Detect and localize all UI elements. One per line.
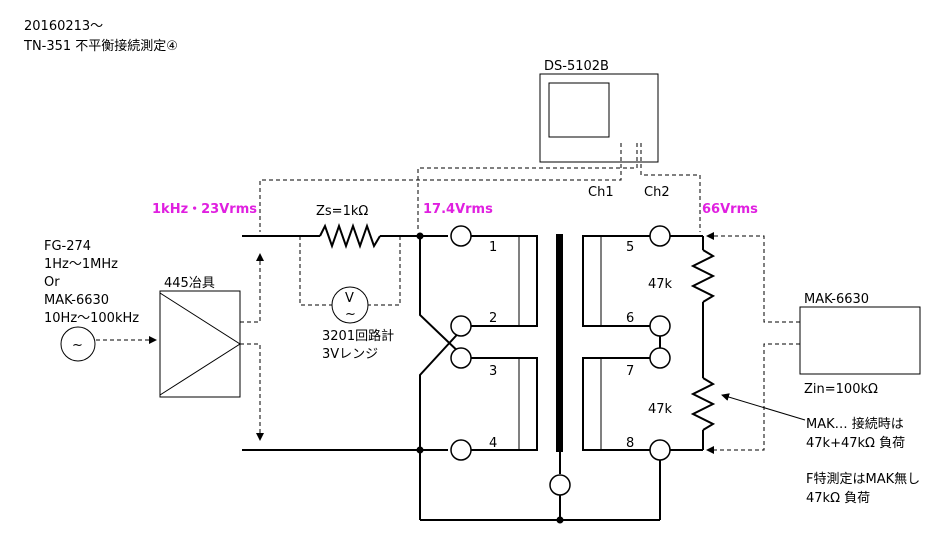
primary-windings <box>471 235 538 451</box>
jig-output-top <box>240 253 264 323</box>
header-date: 20160213〜 <box>24 19 103 34</box>
core-terminal <box>549 474 571 496</box>
jig-output-bottom <box>240 343 264 441</box>
source-fg274: FG-274 <box>44 239 91 254</box>
source-mak6630: MAK-6630 <box>44 293 109 308</box>
terminal-5 <box>649 225 671 247</box>
note-line-1: MAK… 接続時は <box>806 416 904 432</box>
terminal-2 <box>450 315 472 337</box>
primary-cross-a <box>419 236 466 359</box>
jig-label: 445冶具 <box>164 276 215 291</box>
voltmeter-symbol <box>331 286 369 324</box>
pin-3-label: 3 <box>489 364 497 379</box>
meter-range: 3Vレンジ <box>322 347 378 362</box>
zs-resistor-label: Zs=1kΩ <box>316 204 368 219</box>
note-line-2: 47k+47kΩ 負荷 <box>806 436 905 451</box>
primary-cross-b <box>419 325 466 450</box>
terminal-3 <box>450 347 472 369</box>
note-line-4: 47kΩ 負荷 <box>806 491 870 506</box>
load-resistor-2 <box>690 377 716 450</box>
source-fg-range: 1Hz〜1MHz <box>44 257 118 272</box>
secondary-windings <box>582 235 650 451</box>
pin-8-label: 8 <box>626 436 634 451</box>
primary-top-wire <box>242 222 448 250</box>
pin-6-label: 6 <box>626 311 634 326</box>
pin-4-label: 4 <box>489 436 497 451</box>
header-title: TN-351 不平衡接続測定④ <box>23 38 178 54</box>
scope-ch1-label: Ch1 <box>588 185 614 200</box>
pin-5-label: 5 <box>626 240 634 255</box>
load-r1-label: 47k <box>648 277 673 292</box>
source-mak-range: 10Hz〜100kHz <box>44 311 139 326</box>
jig-box <box>159 290 241 398</box>
pin-1-label: 1 <box>489 240 497 255</box>
meter-model: 3201回路計 <box>322 328 394 344</box>
pin-7-label: 7 <box>626 364 634 379</box>
source-tilde: ~ <box>72 338 83 353</box>
pin-2-label: 2 <box>489 311 497 326</box>
analyzer-zin: Zin=100kΩ <box>804 382 878 397</box>
note-arrow <box>721 393 806 421</box>
meter-lead-right <box>367 236 401 306</box>
terminal-1 <box>450 225 472 247</box>
analyzer-box <box>799 306 921 375</box>
analyzer-label: MAK-6630 <box>804 292 869 307</box>
terminal-6 <box>649 315 671 337</box>
analyzer-lead-bottom <box>706 343 800 454</box>
analyzer-lead-top <box>706 232 800 323</box>
probe-lines <box>259 143 701 232</box>
signal-source-symbol <box>60 326 96 362</box>
load-resistor-1 <box>690 236 716 378</box>
scope-label: DS-5102B <box>544 59 609 74</box>
secondary-level-label: 66Vrms <box>702 202 758 217</box>
transformer-core <box>556 234 563 452</box>
scope-ch2-label: Ch2 <box>644 185 670 200</box>
terminal-4 <box>450 439 472 461</box>
load-r2-label: 47k <box>648 402 673 417</box>
terminal-7 <box>649 347 671 369</box>
meter-lead-left <box>299 236 332 306</box>
input-level-label: 1kHz・23Vrms <box>152 202 257 217</box>
primary-level-label: 17.4Vrms <box>423 202 493 217</box>
source-or: Or <box>44 275 60 290</box>
voltmeter-ac: ~ <box>345 307 356 322</box>
voltmeter-v: V <box>345 291 354 306</box>
terminal-8 <box>649 439 671 461</box>
note-line-3: F特測定はMAK無し <box>806 472 920 487</box>
oscilloscope-screen <box>548 82 610 138</box>
